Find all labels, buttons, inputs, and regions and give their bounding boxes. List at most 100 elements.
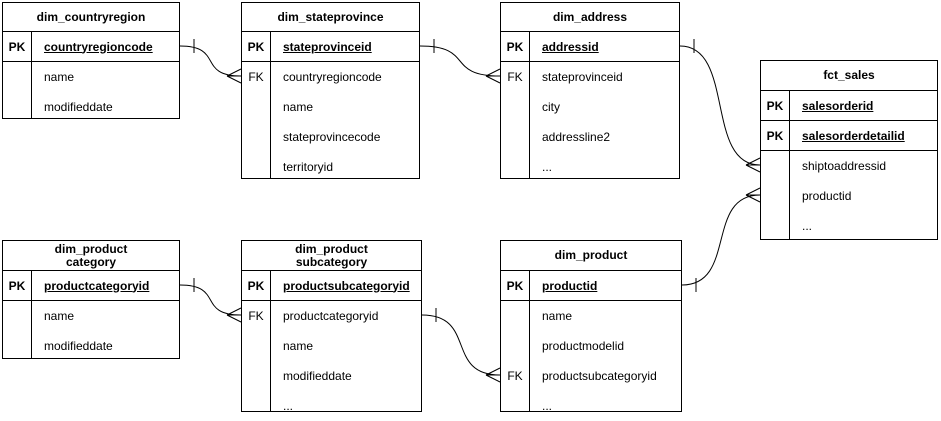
table-title: dim_product subcategory [242, 241, 421, 271]
table-row-modifieddate[interactable]: modifieddate [3, 331, 179, 358]
cardinality-many-marker [745, 194, 761, 203]
table-row-countryregioncode[interactable]: FK countryregioncode [242, 62, 419, 92]
field-name: ... [542, 160, 553, 174]
table-title: fct_sales [761, 61, 937, 91]
field-name: stateprovinceid [283, 39, 372, 54]
field-name: ... [802, 219, 813, 233]
table-row-addressline2[interactable]: addressline2 [501, 122, 679, 152]
relationship-line [679, 45, 761, 166]
table-row-[interactable]: ... [242, 391, 421, 412]
table-row-modifieddate[interactable]: modifieddate [3, 92, 179, 118]
key-badge-empty [501, 301, 530, 331]
table-row-productmodelid[interactable]: productmodelid [501, 331, 681, 361]
cardinality-many-marker [485, 75, 501, 84]
table-row-[interactable]: ... [501, 391, 681, 411]
pk-badge: PK [242, 271, 271, 300]
table-title: dim_product [501, 241, 681, 271]
table-row-name[interactable]: name [3, 301, 179, 331]
field-name: productcategoryid [44, 278, 150, 293]
key-badge-empty [501, 92, 530, 122]
key-badge-empty [501, 122, 530, 152]
relationship-dim_product-fct_sales[interactable] [681, 187, 761, 292]
table-row-productsubcategoryid[interactable]: PK productsubcategoryid [242, 271, 421, 301]
field-name: countryregioncode [283, 70, 382, 84]
table-row-[interactable]: ... [761, 211, 937, 239]
field-name: productsubcategoryid [283, 278, 410, 293]
field-name: countryregioncode [44, 39, 153, 54]
pk-badge: PK [761, 121, 790, 150]
relationship-line [419, 45, 501, 77]
table-title: dim_stateprovince [242, 3, 419, 32]
cardinality-many-marker [226, 314, 242, 323]
field-name: productid [802, 189, 852, 203]
pk-badge: PK [501, 271, 530, 300]
relationship-dim_countryregion-dim_stateprovince[interactable] [179, 39, 242, 84]
table-row-salesorderdetailid[interactable]: PK salesorderdetailid [761, 121, 937, 151]
key-badge-empty [242, 361, 271, 391]
table-row-modifieddate[interactable]: modifieddate [242, 361, 421, 391]
pk-badge: PK [3, 32, 32, 61]
table-row-salesorderid[interactable]: PK salesorderid [761, 91, 937, 121]
relationship-line [421, 314, 501, 376]
table-row-productid[interactable]: productid [761, 181, 937, 211]
table-row-stateprovinceid[interactable]: PK stateprovinceid [242, 32, 419, 62]
pk-badge: PK [761, 91, 790, 120]
field-name: name [542, 309, 573, 323]
table-row-city[interactable]: city [501, 92, 679, 122]
key-badge-empty [501, 152, 530, 178]
table-row-[interactable]: ... [501, 152, 679, 178]
table-row-shiptoaddressid[interactable]: shiptoaddressid [761, 151, 937, 181]
cardinality-many-marker [485, 68, 501, 77]
fk-badge: FK [501, 62, 530, 92]
table-row-countryregioncode[interactable]: PK countryregioncode [3, 32, 179, 62]
table-row-productid[interactable]: PK productid [501, 271, 681, 301]
cardinality-many-marker [745, 187, 761, 196]
field-name: stateprovincecode [283, 130, 381, 144]
table-row-name[interactable]: name [242, 92, 419, 122]
relationship-line [681, 194, 761, 286]
table-row-name[interactable]: name [242, 331, 421, 361]
table-row-name[interactable]: name [3, 62, 179, 92]
key-badge-empty [242, 152, 271, 178]
table-title: dim_countryregion [3, 3, 179, 32]
pk-badge: PK [501, 32, 530, 61]
table-row-stateprovincecode[interactable]: stateprovincecode [242, 122, 419, 152]
relationship-dim_stateprovince-dim_address[interactable] [419, 39, 501, 84]
field-name: modifieddate [283, 369, 352, 383]
relationship-dim_address-fct_sales[interactable] [679, 39, 761, 173]
field-name: productmodelid [542, 339, 625, 353]
fk-badge: FK [242, 62, 271, 92]
relationship-line [179, 45, 242, 77]
field-name: productsubcategoryid [542, 369, 657, 383]
table-row-territoryid[interactable]: territoryid [242, 152, 419, 178]
field-name: shiptoaddressid [802, 159, 887, 173]
field-name: modifieddate [44, 339, 113, 353]
key-badge-empty [3, 62, 32, 92]
key-badge-empty [3, 301, 32, 331]
table-row-name[interactable]: name [501, 301, 681, 331]
key-badge-empty [242, 122, 271, 152]
pk-badge: PK [242, 32, 271, 61]
field-name: addressline2 [542, 130, 611, 144]
field-name: salesorderid [802, 98, 874, 113]
relationship-dim_product_category-dim_product_subcategory[interactable] [179, 278, 242, 323]
field-name: ... [283, 399, 294, 412]
relationship-dim_product_subcategory-dim_product[interactable] [421, 308, 501, 383]
field-name: productid [542, 278, 598, 293]
key-badge-empty [3, 331, 32, 358]
key-badge-empty [242, 92, 271, 122]
field-name: salesorderdetailid [802, 128, 905, 143]
